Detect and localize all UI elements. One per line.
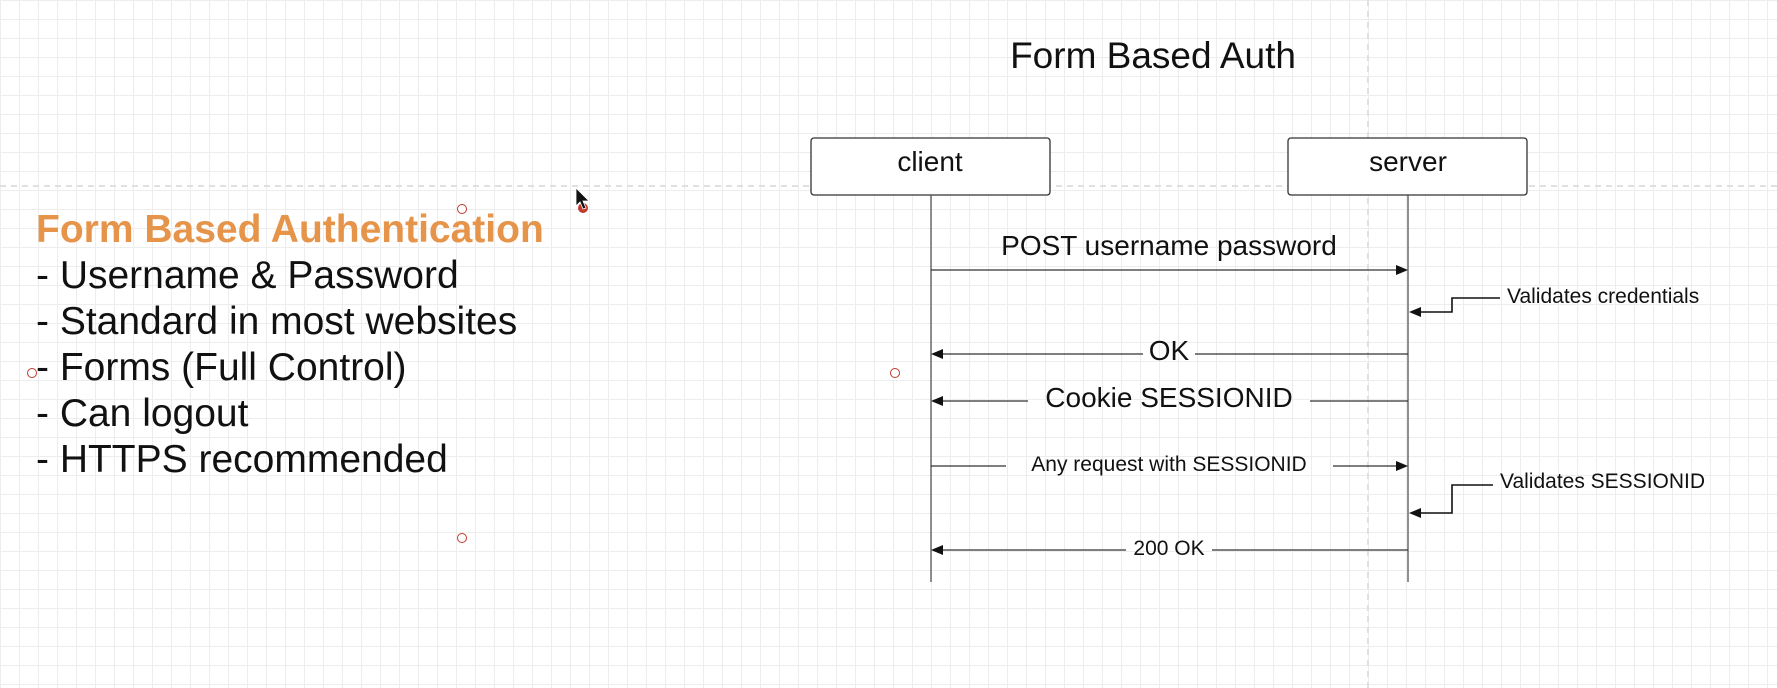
message-ok[interactable]: OK: [931, 335, 1408, 366]
message-label: Any request with SESSIONID: [1031, 453, 1306, 476]
notes-item: - Can logout: [36, 392, 249, 435]
anchor-handle-icon[interactable]: [457, 204, 467, 214]
message-validates-sessionid[interactable]: Validates SESSIONID: [1409, 470, 1705, 518]
message-label: 200 OK: [1133, 537, 1204, 560]
arrowhead-icon: [1396, 265, 1408, 275]
anchor-handle-icon[interactable]: [890, 368, 900, 378]
message-label: POST username password: [1001, 230, 1337, 261]
arrowhead-icon: [1409, 508, 1421, 518]
arrowhead-icon: [931, 545, 943, 555]
connector-line[interactable]: [1420, 484, 1493, 514]
message-label: Cookie SESSIONID: [1045, 382, 1292, 413]
cursor-icon: [575, 187, 590, 210]
message-label: Validates SESSIONID: [1500, 470, 1705, 493]
connector-line[interactable]: [1420, 297, 1500, 313]
message-label: Validates credentials: [1507, 285, 1699, 308]
notes-item: - Forms (Full Control): [36, 346, 407, 389]
anchor-handle-icon[interactable]: [27, 368, 37, 378]
arrowhead-icon: [931, 349, 943, 359]
message-validates-credentials[interactable]: Validates credentials: [1409, 285, 1699, 317]
arrowhead-icon: [931, 396, 943, 406]
participant-server[interactable]: server: [1287, 137, 1528, 196]
arrowhead-icon: [1409, 307, 1421, 317]
participant-client[interactable]: client: [810, 137, 1051, 196]
message-200-ok[interactable]: 200 OK: [931, 537, 1408, 560]
notes-item: - Standard in most websites: [36, 300, 518, 343]
client-label: client: [897, 146, 963, 177]
message-post-credentials[interactable]: POST username password: [931, 230, 1408, 275]
message-label: OK: [1149, 335, 1190, 366]
server-label: server: [1369, 146, 1447, 177]
anchor-handle-icon[interactable]: [457, 533, 467, 543]
message-cookie-sessionid[interactable]: Cookie SESSIONID: [931, 382, 1408, 413]
diagram-title: Form Based Auth: [1010, 35, 1296, 76]
notes-block[interactable]: Form Based Authentication - Username & P…: [36, 207, 544, 483]
message-any-request[interactable]: Any request with SESSIONID: [931, 453, 1408, 476]
notes-item: - HTTPS recommended: [36, 438, 448, 481]
notes-heading: Form Based Authentication: [36, 208, 544, 251]
arrowhead-icon: [1396, 461, 1408, 471]
notes-item: - Username & Password: [36, 254, 459, 297]
